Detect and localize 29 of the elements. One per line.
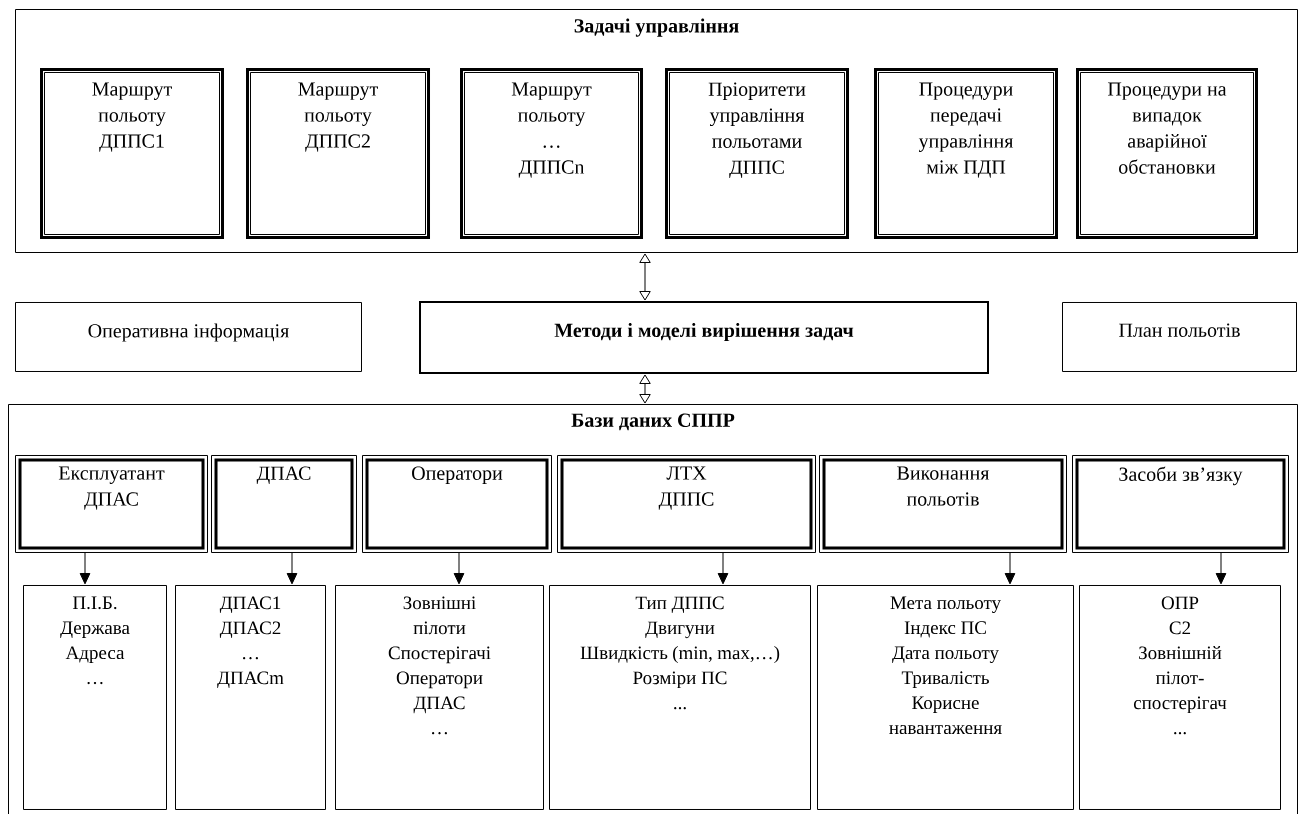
task-box: Пріоритети управління польотами ДППС <box>665 68 849 239</box>
field-list-box: Тип ДППС Двигуни Швидкість (min, max,…) Розміри ПС ... <box>549 585 811 810</box>
double-arrow <box>639 374 651 404</box>
arrow <box>286 552 298 585</box>
table-header-box: Виконання польотів <box>819 455 1067 553</box>
field-list-box: ДПАС1 ДПАС2 … ДПАСm <box>175 585 326 810</box>
arrow <box>79 552 91 585</box>
arrow <box>717 552 729 585</box>
table-header-box: Експлуатант ДПАС <box>15 455 208 553</box>
field-list-box: П.І.Б. Держава Адреса … <box>23 585 167 810</box>
field-list-box: Мета польоту Індекс ПС Дата польоту Тривалість Корисне навантаження <box>817 585 1074 810</box>
field-list-box: Зовнішні пілоти Спостерігачі Оператори ДПАС … <box>335 585 544 810</box>
task-box: Процедури на випадок аварійної обстановки <box>1076 68 1258 239</box>
table-header-box: ЛТХ ДППС <box>557 455 816 553</box>
task-box: Маршрут польоту ДППС2 <box>246 68 430 239</box>
table-header-box: ДПАС <box>211 455 357 553</box>
table-header-box: Оператори <box>362 455 552 553</box>
arrow <box>453 552 465 585</box>
double-arrow <box>639 253 651 301</box>
input-box: План польотів <box>1062 302 1297 372</box>
task-box: Процедури передачі управління між ПДП <box>874 68 1058 239</box>
task-box: Маршрут польоту … ДППСn <box>460 68 643 239</box>
arrow <box>1215 552 1227 585</box>
input-box: Оперативна інформація <box>15 302 362 372</box>
field-list-box: ОПР C2 Зовнішній пілот-спостерігач ... <box>1079 585 1281 810</box>
task-box: Маршрут польоту ДППС1 <box>40 68 224 239</box>
arrow <box>1004 552 1016 585</box>
process-box: Методи і моделі вирішення задач <box>419 301 989 374</box>
table-header-box: Засоби зв’язку <box>1072 455 1289 553</box>
